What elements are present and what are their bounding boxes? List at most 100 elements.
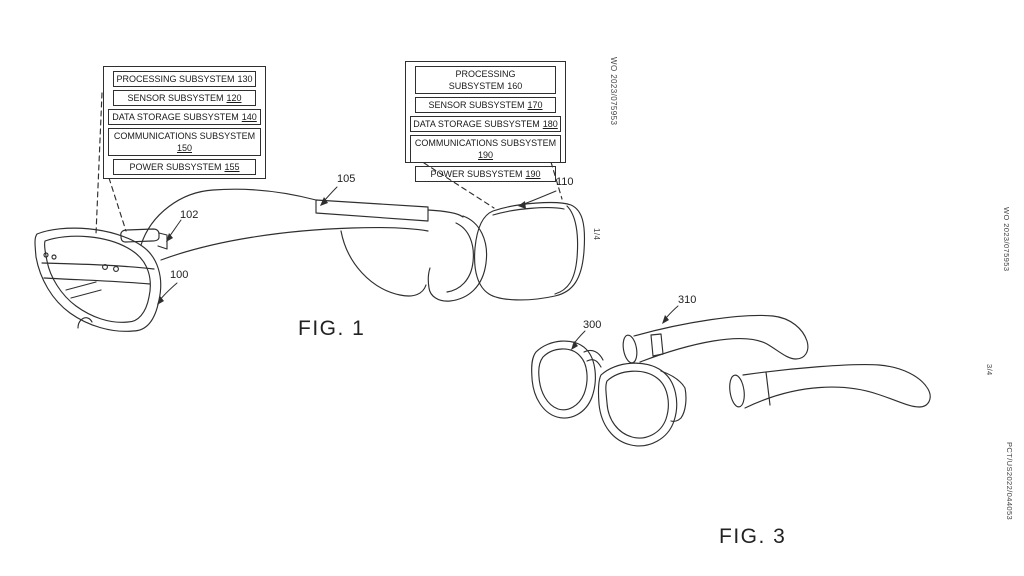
top-clip-bracket <box>157 232 168 250</box>
headband-top-edge <box>140 188 317 246</box>
right-lens-outer-rim <box>597 362 678 447</box>
leader-100 <box>159 282 178 301</box>
headband-bottom-edge <box>160 227 429 261</box>
lower-arm-end-cap <box>729 374 745 408</box>
headband-top-right <box>427 209 464 218</box>
subsystem-label: DATA STORAGE SUBSYSTEM <box>112 112 239 122</box>
lower-arm-hinge-line <box>765 371 771 406</box>
dashed-leader-right-1 <box>423 162 495 209</box>
fig1-caption: FIG. 1 <box>298 317 366 340</box>
dashed-leader-lines <box>95 92 563 235</box>
rear-pad-top-edge <box>492 207 565 216</box>
sheet-number-3-4: 3/4 <box>985 364 994 376</box>
dashed-leader-left-diagonal <box>108 177 127 232</box>
right-endpiece <box>660 370 687 422</box>
subsystem-label: SENSOR SUBSYSTEM <box>428 100 525 110</box>
subsystem-label: PROCESSING SUBSYSTEM <box>448 69 516 91</box>
camera-dot <box>102 264 108 270</box>
visor-nose-notch <box>77 317 93 329</box>
visor-inner-outline <box>44 235 151 323</box>
leader-arrowheads <box>157 197 669 350</box>
bridge-top <box>583 349 604 361</box>
fig1-ref-102: 102 <box>180 209 199 221</box>
fig3-ref-310: 310 <box>678 294 697 306</box>
left-lens-inner-rim <box>538 348 588 411</box>
visor-glare-slash <box>70 289 102 299</box>
publication-number-sheet3: WO 2023/075953 <box>1002 207 1011 272</box>
subsystem-label: PROCESSING SUBSYSTEM <box>116 74 235 84</box>
subsystem-ref: 160 <box>507 81 523 91</box>
rear-ring-inner <box>446 222 474 293</box>
box-communications-subsystem-150: COMMUNICATIONS SUBSYSTEM 150 <box>108 128 261 156</box>
left-lens-outer-rim <box>531 340 596 419</box>
fig1-ref-110: 110 <box>556 176 574 188</box>
upper-arm-body <box>633 314 809 363</box>
visor-sensor-band-top <box>41 262 155 270</box>
headband-module-105 <box>315 199 429 222</box>
fig3-ref-300: 300 <box>583 319 602 331</box>
top-clip-102 <box>120 228 160 243</box>
rear-ring-outer <box>427 215 488 302</box>
arrowhead-110 <box>518 201 526 209</box>
box-communications-subsystem-190: COMMUNICATIONS SUBSYSTEM 190 <box>410 135 561 163</box>
upper-arm-hinge <box>650 333 664 357</box>
visor-outer-outline <box>34 227 162 332</box>
right-lens-inner-rim <box>605 370 669 439</box>
arrowhead-100 <box>157 296 164 305</box>
subsystem-label: COMMUNICATIONS SUBSYSTEM <box>414 138 557 148</box>
dashed-leader-left-vertical <box>95 92 103 235</box>
subsystem-ref: 150 <box>176 143 193 153</box>
fig3-glasses-drawing <box>531 340 687 447</box>
fig1-ref-105: 105 <box>337 173 356 185</box>
arrowhead-310 <box>662 315 669 324</box>
fig3-temple-arms-drawing <box>622 314 931 409</box>
fig1-ref-100: 100 <box>170 269 189 281</box>
subsystem-label: DATA STORAGE SUBSYSTEM <box>413 119 540 129</box>
subsystem-ref: 180 <box>542 119 558 129</box>
subsystem-label: COMMUNICATIONS SUBSYSTEM <box>113 131 256 141</box>
leader-110 <box>523 190 557 205</box>
visor-glare-slash <box>65 281 97 291</box>
subsystem-ref: 190 <box>477 150 494 160</box>
subsystem-ref: 170 <box>527 100 543 110</box>
camera-dot <box>43 252 49 258</box>
visor-sensor-band-bottom <box>43 277 151 285</box>
application-number: PCT/US2022/044053 <box>1005 442 1014 521</box>
subsystem-label: POWER SUBSYSTEM <box>430 169 523 179</box>
rear-pad-outline <box>474 201 586 301</box>
subsystem-ref: 120 <box>226 93 242 103</box>
lower-arm-body <box>742 363 931 409</box>
inner-cushion-flap <box>340 230 427 297</box>
subsystem-label: SENSOR SUBSYSTEM <box>127 93 224 103</box>
leader-310 <box>664 305 679 320</box>
subsystem-ref: 155 <box>224 162 240 172</box>
fig3-caption: FIG. 3 <box>719 525 787 548</box>
arrowhead-300 <box>571 341 578 350</box>
subsystem-ref: 130 <box>237 74 253 84</box>
fig1-headset-drawing <box>34 188 488 332</box>
subsystem-ref: 190 <box>525 169 541 179</box>
leader-102 <box>168 219 182 238</box>
upper-arm-end-cap <box>622 334 638 364</box>
dashed-leader-right-2 <box>550 161 563 200</box>
camera-dot <box>51 254 57 260</box>
rear-pad-side-edge <box>554 205 579 295</box>
publication-number-sheet1: WO 2023/075953 <box>609 57 618 126</box>
sheet-number-1-4: 1/4 <box>592 228 601 241</box>
fig1-rear-pad-drawing <box>474 201 586 301</box>
bridge-bottom <box>586 359 602 368</box>
subsystem-ref: 140 <box>241 112 257 122</box>
arrowhead-105 <box>320 197 328 206</box>
